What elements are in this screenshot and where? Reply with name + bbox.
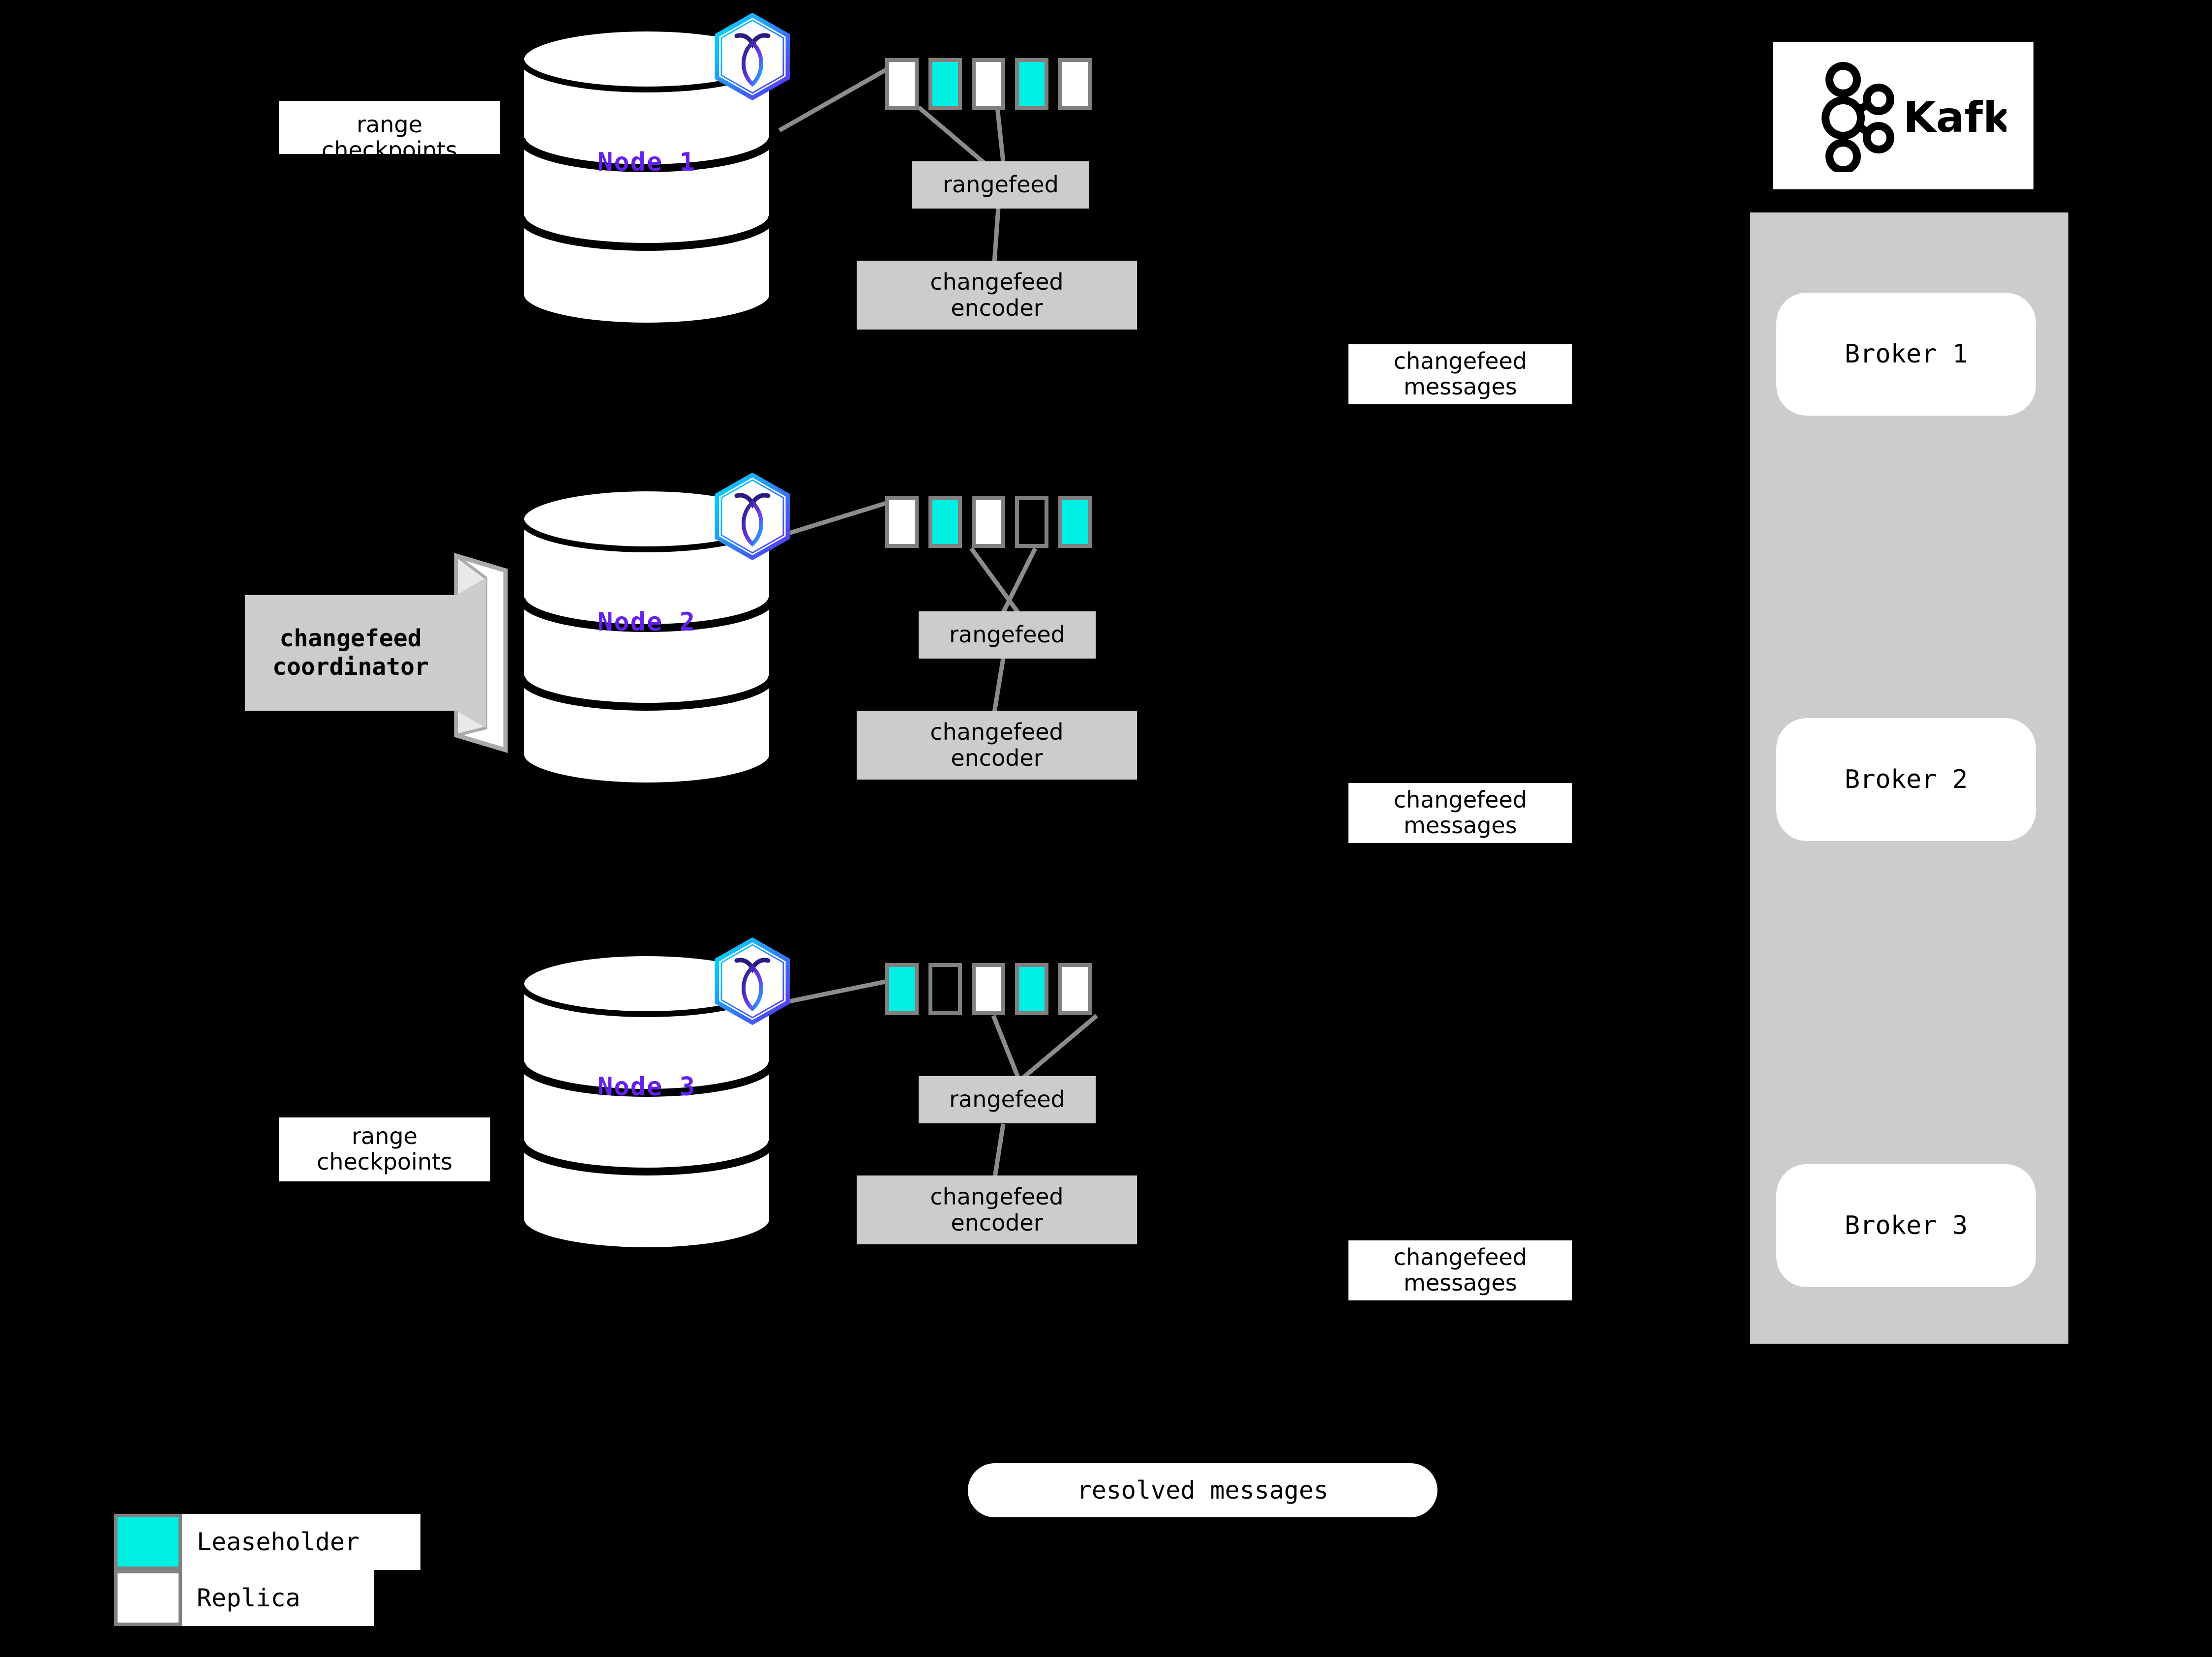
changefeed-messages-label-1: changefeed messages	[1348, 344, 1572, 404]
node-2-rangefeed-box[interactable]: rangefeed	[919, 611, 1096, 659]
range-cell[interactable]	[928, 496, 962, 548]
range-cell[interactable]	[885, 496, 919, 548]
broker-3[interactable]: Broker 3	[1776, 1164, 2036, 1287]
encoder-line-1: changefeed	[930, 268, 1064, 295]
cockroachdb-hexagon-icon	[713, 937, 792, 1025]
range-cell[interactable]	[885, 963, 919, 1015]
legend-label-leaseholder: Leaseholder	[182, 1514, 420, 1570]
node-2-changefeed-encoder-box[interactable]: changefeed encoder	[857, 711, 1137, 780]
messages-line-1: changefeed	[1393, 786, 1527, 813]
changefeed-messages-label-3: changefeed messages	[1348, 1240, 1572, 1300]
broker-2[interactable]: Broker 2	[1776, 718, 2036, 841]
range-checkpoints-label-bottom: range checkpoints	[279, 1117, 490, 1181]
node-2-range-row	[885, 496, 1092, 548]
coordinator-line-1: changefeed	[279, 624, 422, 652]
messages-line-1: changefeed	[1393, 348, 1527, 375]
changefeed-coordinator[interactable]: changefeed coordinator	[245, 543, 530, 760]
legend-swatch-leaseholder	[114, 1514, 182, 1570]
changefeed-messages-label-2: changefeed messages	[1348, 783, 1572, 843]
checkpoint-line-2: checkpoints	[317, 1148, 452, 1175]
node-1-changefeed-encoder-box[interactable]: changefeed encoder	[857, 261, 1137, 330]
node-1-range-row	[885, 58, 1092, 110]
node-2-label: Node 2	[598, 607, 696, 637]
range-cell[interactable]	[885, 58, 919, 110]
node-3-changefeed-encoder-box[interactable]: changefeed encoder	[857, 1175, 1137, 1244]
messages-line-2: messages	[1404, 812, 1517, 839]
range-cell[interactable]	[972, 58, 1005, 110]
messages-line-2: messages	[1404, 373, 1517, 400]
encoder-line-1: changefeed	[930, 718, 1064, 745]
resolved-messages-pill[interactable]: resolved messages	[968, 1463, 1437, 1517]
legend-label-replica: Replica	[182, 1570, 374, 1626]
range-cell[interactable]	[1015, 58, 1048, 110]
range-cell[interactable]	[1058, 963, 1092, 1015]
range-cell[interactable]	[928, 963, 962, 1015]
broker-1[interactable]: Broker 1	[1776, 293, 2036, 416]
coordinator-line-2: coordinator	[272, 653, 429, 681]
node-3-label: Node 3	[598, 1072, 696, 1102]
node-1-rangefeed-box[interactable]: rangefeed	[912, 161, 1089, 209]
kafka-wordmark: Kafka	[1903, 93, 2006, 142]
messages-line-1: changefeed	[1393, 1244, 1527, 1271]
encoder-line-1: changefeed	[930, 1183, 1064, 1210]
checkpoint-line-2: checkpoints	[322, 137, 457, 154]
encoder-line-2: encoder	[951, 295, 1043, 321]
node-2-cylinder: Node 2	[516, 484, 777, 789]
kafka-logo-icon: Kafka	[1822, 62, 2006, 172]
changefeed-coordinator-text: changefeed coordinator	[245, 595, 456, 711]
cockroachdb-hexagon-icon	[713, 12, 792, 101]
range-cell[interactable]	[1015, 963, 1048, 1015]
messages-line-2: messages	[1404, 1269, 1517, 1296]
node-1-label: Node 1	[598, 148, 696, 177]
checkpoint-line-1: range	[352, 1123, 418, 1150]
range-checkpoints-label-top: range checkpoints	[279, 101, 500, 154]
node-3-range-row	[885, 963, 1092, 1015]
range-cell[interactable]	[928, 58, 962, 110]
range-cell[interactable]	[1058, 58, 1092, 110]
legend: Leaseholder Replica	[114, 1514, 420, 1626]
encoder-line-2: encoder	[951, 745, 1043, 771]
range-cell[interactable]	[972, 496, 1005, 548]
cockroachdb-hexagon-icon	[713, 472, 792, 561]
node-3-rangefeed-box[interactable]: rangefeed	[919, 1076, 1096, 1123]
encoder-line-2: encoder	[951, 1209, 1043, 1236]
kafka-logo-box: Kafka	[1773, 42, 2033, 189]
node-1-cylinder: Node 1	[516, 25, 777, 330]
checkpoint-line-1: range	[357, 111, 422, 138]
range-cell[interactable]	[1015, 496, 1048, 548]
range-cell[interactable]	[1058, 496, 1092, 548]
legend-swatch-replica	[114, 1570, 182, 1626]
node-3-cylinder: Node 3	[516, 949, 777, 1254]
range-cell[interactable]	[972, 963, 1005, 1015]
